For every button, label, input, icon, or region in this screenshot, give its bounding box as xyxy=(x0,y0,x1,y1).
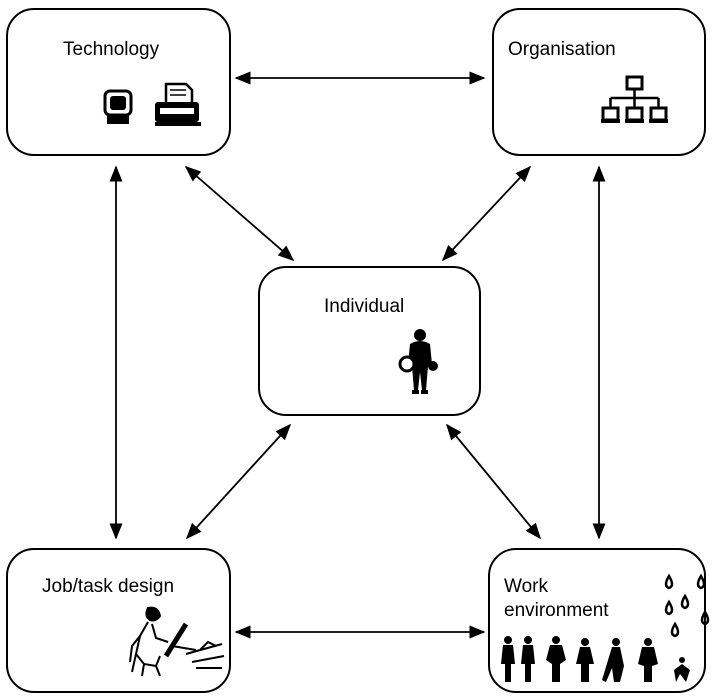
job-task-design-label: Job/task design xyxy=(42,576,175,597)
individual-label: Individual xyxy=(324,296,405,317)
work-environment-box: Work environment xyxy=(488,548,710,693)
org-chart-icon xyxy=(601,75,668,123)
arrow-technology-individual xyxy=(184,165,295,262)
person-figure-icon xyxy=(398,329,438,394)
job-task-design-box: Job/task design xyxy=(6,548,231,693)
arrow-organisation-individual xyxy=(441,165,532,262)
workers-group-icon xyxy=(501,636,690,682)
technology-label: Technology xyxy=(63,39,160,60)
printer-icon xyxy=(155,82,201,126)
arrow-individual-job xyxy=(185,423,292,540)
organisation-box: Organisation xyxy=(492,8,706,156)
organisation-label: Organisation xyxy=(508,39,616,60)
arrow-individual-work xyxy=(445,423,542,540)
technology-box: Technology xyxy=(6,8,231,156)
seated-worker-icon xyxy=(129,606,225,677)
individual-box: Individual xyxy=(258,266,481,416)
work-environment-label: Work environment xyxy=(504,576,609,621)
droplets-icon xyxy=(664,573,710,638)
computer-monitor-icon xyxy=(103,89,133,124)
